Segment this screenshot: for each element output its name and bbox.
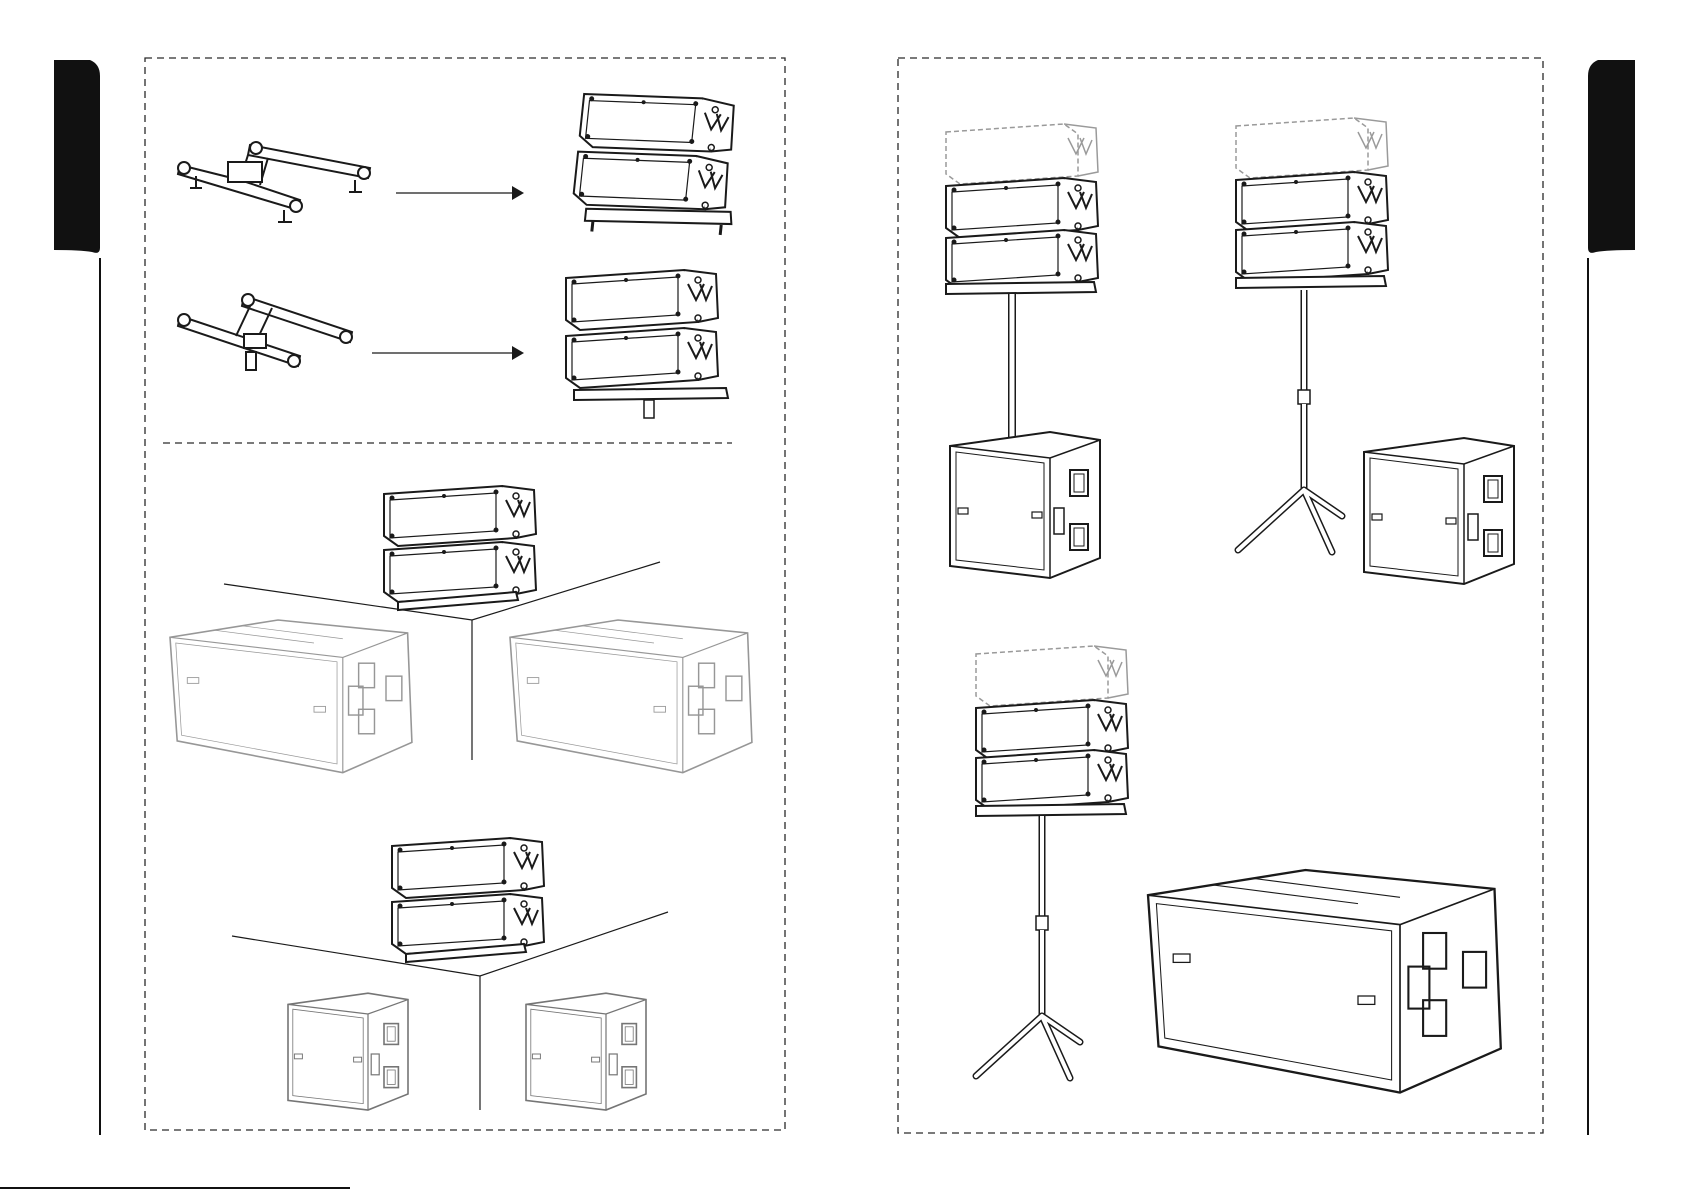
cube-subwoofer-right (526, 993, 646, 1110)
arrow-head-icon (512, 346, 524, 360)
ground-stack-base-with-feet (178, 142, 370, 222)
arrow-head-icon (512, 186, 524, 200)
cube-subwoofer (1364, 438, 1514, 584)
two-box-array (384, 486, 536, 610)
cube-subwoofer (950, 432, 1100, 578)
horizontal-subwoofer (1148, 870, 1501, 1093)
two-box-array-on-pole-base (566, 270, 728, 418)
cube-subwoofer-left (288, 993, 408, 1110)
horizontal-subwoofer-right (510, 620, 752, 773)
array-on-tripod (1236, 118, 1388, 288)
right-edge-tab (1588, 60, 1635, 1135)
tripod-stand (976, 816, 1080, 1078)
array-on-tripod (976, 646, 1128, 816)
array-on-pole (946, 124, 1098, 294)
two-box-array-on-base (570, 86, 744, 246)
horizontal-subwoofer-left (170, 620, 412, 773)
two-box-array (392, 838, 544, 962)
tripod-stand (1238, 290, 1342, 552)
pole-mount-base (178, 294, 352, 370)
left-edge-tab (54, 60, 100, 1135)
